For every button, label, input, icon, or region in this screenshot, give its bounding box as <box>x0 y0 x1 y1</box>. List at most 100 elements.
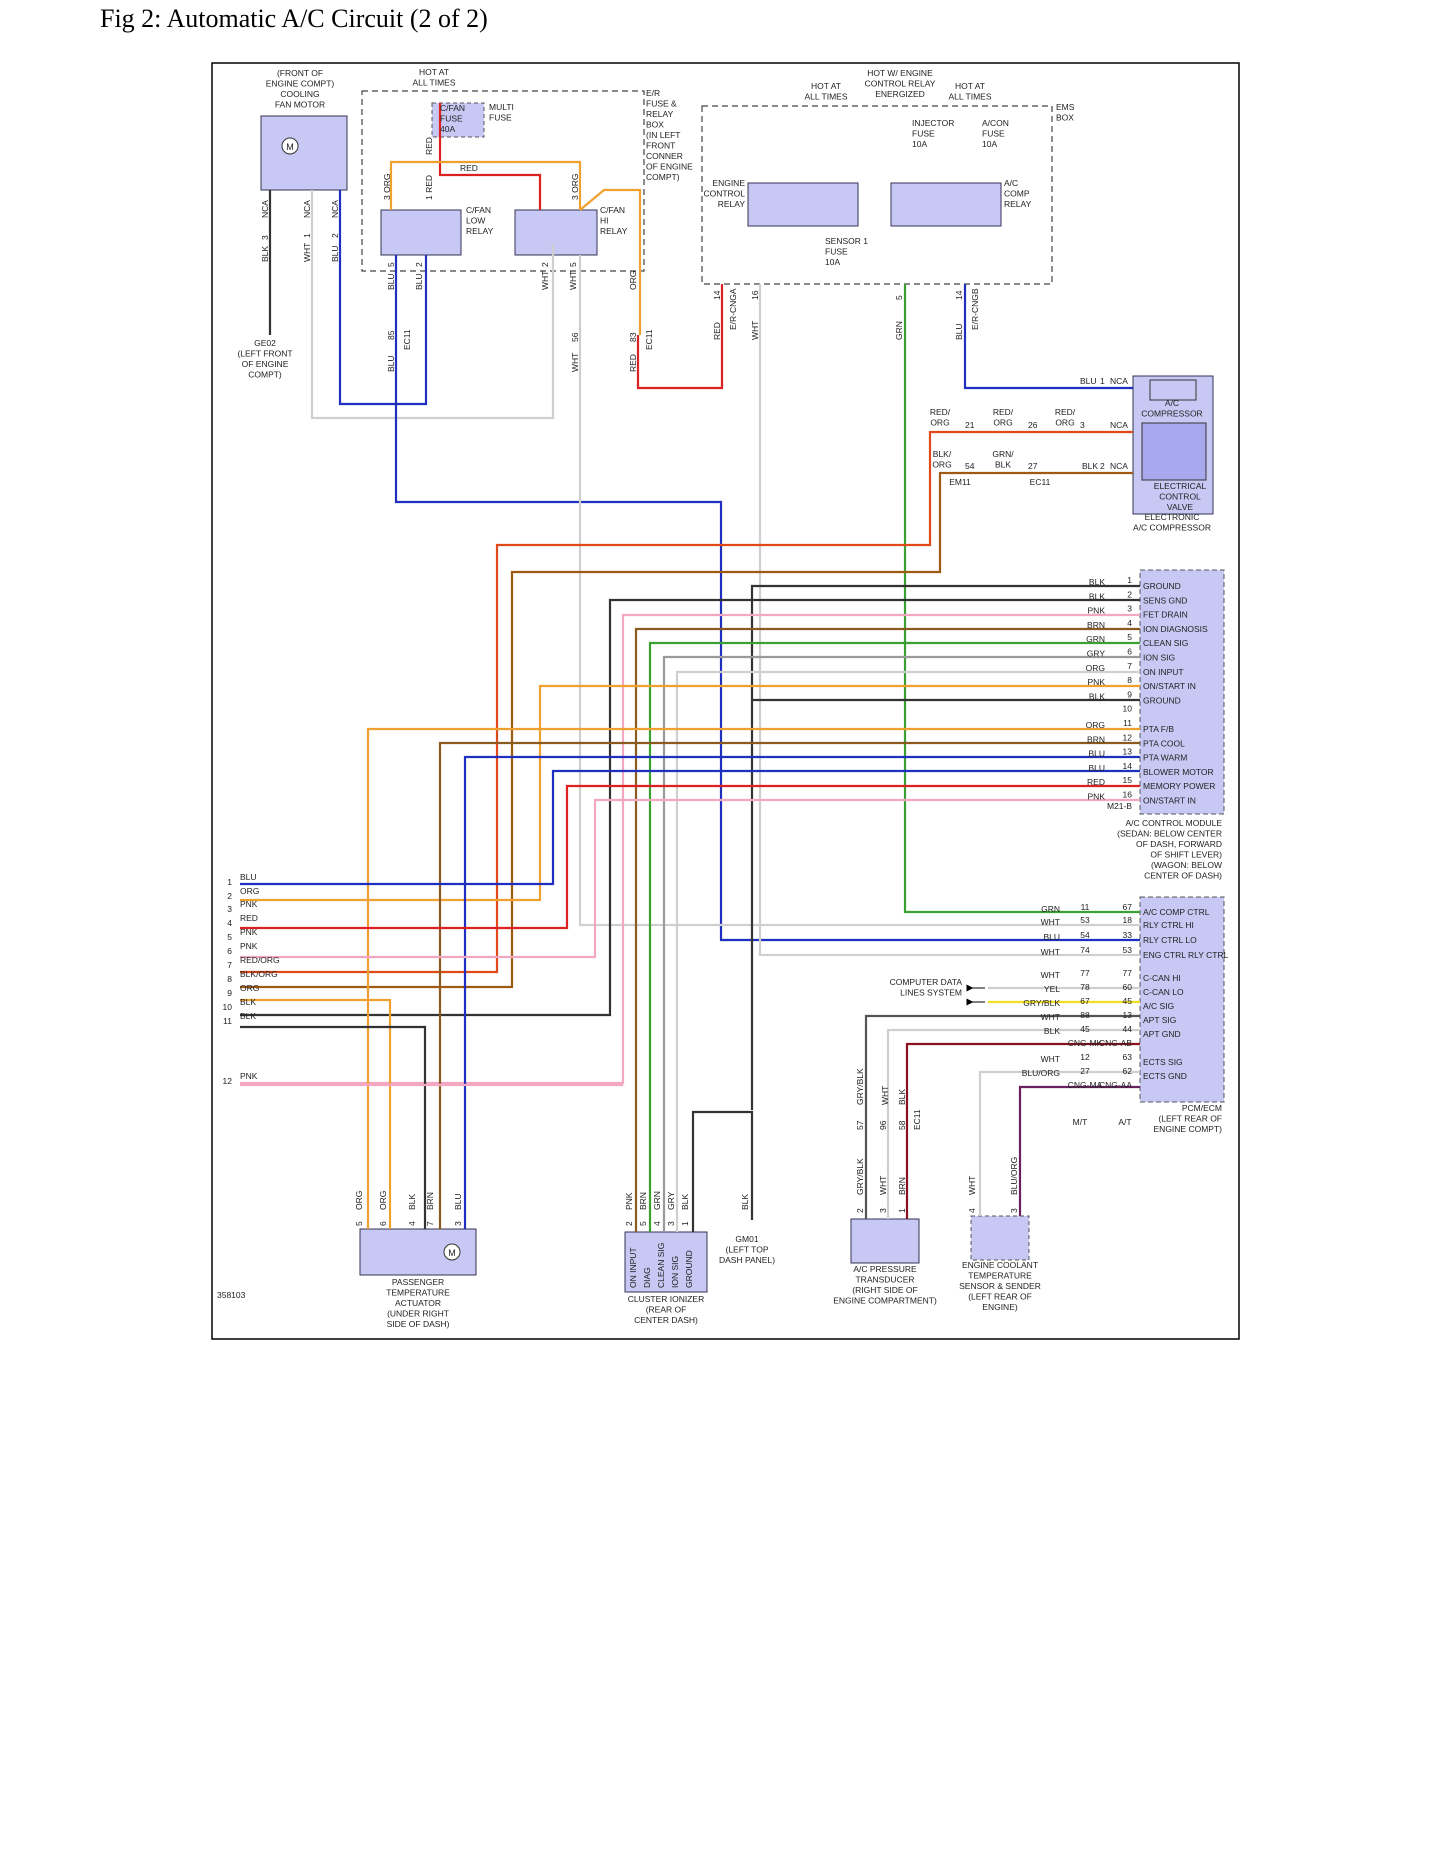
acm-pin-label: MEMORY POWER <box>1143 781 1215 791</box>
label-cdls-line: COMPUTER DATA <box>890 977 963 987</box>
comp-wire: BLK <box>1082 461 1098 471</box>
ionizer-wire: BRN <box>638 1192 648 1210</box>
vertical-wire-label: NCA <box>260 200 270 218</box>
pcm-mt-pin: CNG-MK <box>1068 1038 1103 1048</box>
pcm-pin-label: ECTS SIG <box>1143 1057 1183 1067</box>
left-ref-wire: PNK <box>240 927 258 937</box>
pcm-at-pin: CNG-AA <box>1099 1080 1132 1090</box>
acm-pin-label: ON INPUT <box>1143 667 1184 677</box>
ionizer-pin: 4 <box>652 1221 662 1226</box>
wire-red-fuse <box>438 103 542 210</box>
label-pta-line: PASSENGER <box>392 1277 444 1287</box>
pcm-col-at: A/T <box>1118 1117 1131 1127</box>
acm-wire-16: PNK <box>1088 792 1106 802</box>
comp-mid-w3-line: ORG <box>1055 418 1074 428</box>
label-acm-loc-line: A/C CONTROL MODULE <box>1125 818 1222 828</box>
left-ref-num: 10 <box>223 1002 233 1012</box>
label-cdls-line: LINES SYSTEM <box>900 988 962 998</box>
comp-mid-w26-line: RED/ <box>993 407 1014 417</box>
left-ref-num: 8 <box>227 974 232 984</box>
label-cfan-hi-line: HI <box>600 216 609 226</box>
acm-wire-3: PNK <box>1088 606 1106 616</box>
label-ecv-line: CONTROL <box>1159 492 1201 502</box>
pcm-pin-label: RLY CTRL LO <box>1143 935 1197 945</box>
gm01-wire: BLK <box>740 1194 750 1210</box>
label-er-box-line: COMPT) <box>646 172 680 182</box>
engine-control-relay-box <box>747 182 859 227</box>
vertical-wire-label: BLU <box>330 245 340 262</box>
acm-pin-label: ON/START IN <box>1143 681 1196 691</box>
acm-wire-14: BLU <box>1088 763 1105 773</box>
label-hot2-line: HOT AT <box>811 81 841 91</box>
ionizer-pin: 5 <box>638 1221 648 1226</box>
label-cfan-low-line: LOW <box>466 216 485 226</box>
label-pta-line: TEMPERATURE <box>386 1288 450 1298</box>
ionizer-pin: 2 <box>624 1221 634 1226</box>
wire-red-83 <box>636 284 724 390</box>
cfan-low-relay-box <box>380 209 462 256</box>
label-ems-box-line: EMS <box>1056 102 1075 112</box>
label-hot1-line: ALL TIMES <box>413 78 456 88</box>
label-ionizer-line: CLUSTER IONIZER <box>628 1294 705 1304</box>
motor-icon <box>281 137 299 155</box>
label-acpt-line: (RIGHT SIDE OF <box>852 1285 918 1295</box>
pcm-wire: WHT <box>1041 970 1060 980</box>
label-cfan-fuse-line: C/FAN <box>440 103 465 113</box>
wire-acm-15 <box>240 784 1140 930</box>
left-ref-wire: BLK <box>240 997 256 1007</box>
pta-pin: 4 <box>407 1221 417 1226</box>
comp-pin: 3 <box>1080 420 1085 430</box>
vertical-wire-label: E/R-CNGB <box>970 288 980 330</box>
label-sensor1-fuse-line: SENSOR 1 <box>825 236 868 246</box>
comp-nca: NCA <box>1110 420 1128 430</box>
left-ref-wire: PNK <box>240 1071 258 1081</box>
wire-blu-main <box>394 404 1140 942</box>
acm-wire-13: BLU <box>1088 749 1105 759</box>
acm-pin-label: GROUND <box>1143 695 1181 705</box>
pcm-mt-pin: 53 <box>1080 915 1090 925</box>
pcm-wire: GRN <box>1041 904 1060 914</box>
label-hot-ecr-line: ENERGIZED <box>875 89 925 99</box>
vertical-wire-label: BLU <box>386 273 396 290</box>
vertical-wire-label: 5 <box>386 262 396 267</box>
label-pcm-loc-line: (LEFT REAR OF <box>1158 1114 1222 1124</box>
wire-acm-3 <box>240 613 1140 1085</box>
cfan-hi-relay-box <box>514 209 598 256</box>
wire-gm01 <box>691 1110 754 1232</box>
wire-ects-gnd <box>1018 1085 1140 1216</box>
vertical-wire-label: 2 <box>540 262 550 267</box>
acpt-wire: WHT <box>878 1176 888 1195</box>
label-ems-box-line: BOX <box>1056 113 1074 123</box>
pcm-mt-pin: 77 <box>1080 968 1090 978</box>
acm-wire-8: PNK <box>1088 677 1106 687</box>
label-er-box-line: BOX <box>646 120 664 130</box>
ects-wire: BLU/ORG <box>1009 1157 1019 1195</box>
comp-mid-w21-line: ORG <box>930 418 949 428</box>
pcm-pin-label: RLY CTRL HI <box>1143 920 1194 930</box>
comp-wire: BLU <box>1080 376 1097 386</box>
vertical-wire-label: 16 <box>750 290 760 300</box>
compressor-coil-box <box>1149 379 1197 401</box>
wire-acpt-sig <box>864 1014 1140 1219</box>
pcm-mt-pin: 27 <box>1080 1066 1090 1076</box>
pcm-wire: GRY/BLK <box>1023 998 1060 1008</box>
wire-acm-14 <box>240 769 1140 886</box>
ac-comp-relay-box <box>890 182 1002 227</box>
left-ref-wire: RED/ORG <box>240 955 280 965</box>
pcm-at-pin: 18 <box>1123 915 1133 925</box>
label-multi-fuse-line: MULTI <box>489 102 514 112</box>
ects-pin: 4 <box>967 1208 977 1213</box>
acm-pin-num: 11 <box>1123 718 1132 728</box>
pta-motor-letter: M <box>448 1248 456 1258</box>
label-ects-line: ENGINE COOLANT <box>962 1260 1038 1270</box>
label-gm01-line: (LEFT TOP <box>726 1245 769 1255</box>
acm-pin-num: 8 <box>1127 675 1132 685</box>
acm-pin-num: 7 <box>1127 661 1132 671</box>
pcm-at-pin: CNG-AB <box>1099 1038 1132 1048</box>
pcm-mt-pin: 54 <box>1080 930 1090 940</box>
vertical-wire-label: 3 ORG <box>570 174 580 200</box>
label-ac-comp-relay-line: COMP <box>1004 189 1030 199</box>
pcm-at-pin: 62 <box>1123 1066 1133 1076</box>
left-ref-num: 4 <box>227 918 232 928</box>
